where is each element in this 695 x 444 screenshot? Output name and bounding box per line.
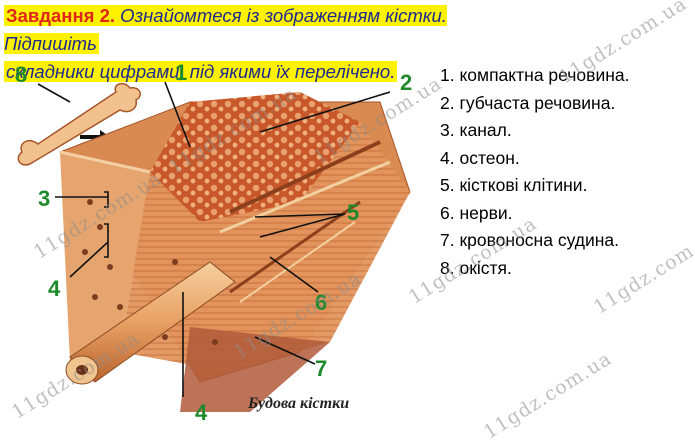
figure-caption: Будова кістки xyxy=(247,395,349,412)
task-line-1: Завдання 2. Ознайомтеся із зображенням к… xyxy=(4,5,447,54)
legend-item: 4. остеон. xyxy=(440,147,520,168)
whole-bone-icon xyxy=(17,82,141,166)
label-1: 1 xyxy=(175,60,187,85)
legend-item: 5. кісткові клітини. xyxy=(440,175,588,195)
watermark: 11gdz.com.ua xyxy=(480,347,616,444)
bone-section-illustration xyxy=(59,92,411,412)
task-text-2: складники цифрами, під якими їх переліче… xyxy=(6,61,396,82)
label-5: 5 xyxy=(347,200,359,225)
task-number: Завдання 2. xyxy=(6,5,115,26)
legend-list: 1. компактна речовина. 2. губчаста речов… xyxy=(440,62,629,282)
label-6: 6 xyxy=(315,290,327,315)
legend-item: 3. канал. xyxy=(440,120,512,140)
label-4-bottom: 4 xyxy=(195,400,208,425)
legend-item: 1. компактна речовина. xyxy=(440,65,630,85)
bone-structure-figure: 8 1 2 3 5 4 6 7 4 Будова кістки xyxy=(15,60,412,425)
task-line-2: складники цифрами, під якими їх переліче… xyxy=(4,61,398,82)
legend-item: 6. нерви. xyxy=(440,202,513,223)
task-block: Завдання 2. Ознайомтеся із зображенням к… xyxy=(4,2,484,86)
label-7: 7 xyxy=(315,356,327,381)
label-8: 8 xyxy=(15,62,27,87)
legend-item: 2. губчаста речовина. xyxy=(440,92,616,113)
label-3: 3 xyxy=(38,186,50,211)
legend-item: 8. окістя. xyxy=(440,257,512,278)
leader-lines xyxy=(37,81,391,397)
label-2: 2 xyxy=(400,70,412,95)
label-4-left: 4 xyxy=(48,276,61,301)
legend-item: 7. кровоносна судина. xyxy=(440,230,619,250)
task-text-1: Ознайомтеся із зображенням кістки. Підпи… xyxy=(4,5,447,54)
